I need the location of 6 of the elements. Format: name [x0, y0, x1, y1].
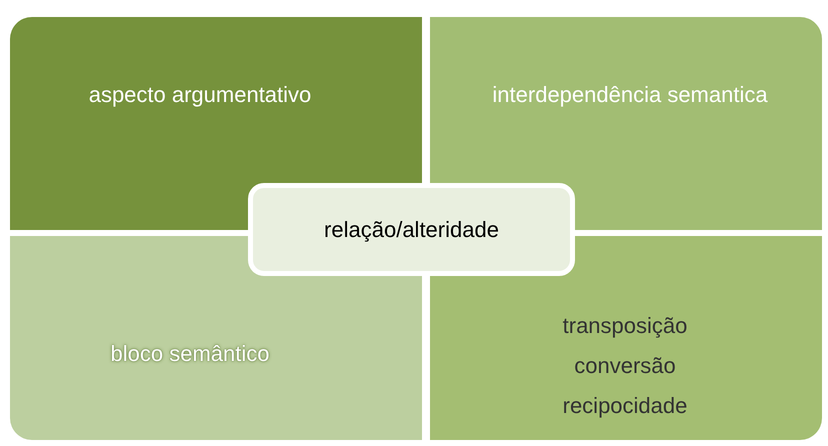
- center-label: relação/alteridade: [324, 216, 499, 244]
- quadrant-label: interdependência semantica: [491, 81, 769, 109]
- quadrant-label: bloco semântico: [110, 340, 270, 368]
- quadrant-label: transposição conversão recipocidade: [562, 312, 688, 420]
- quadrant-label: aspecto argumentativo: [88, 81, 312, 109]
- center-box: [248, 183, 575, 276]
